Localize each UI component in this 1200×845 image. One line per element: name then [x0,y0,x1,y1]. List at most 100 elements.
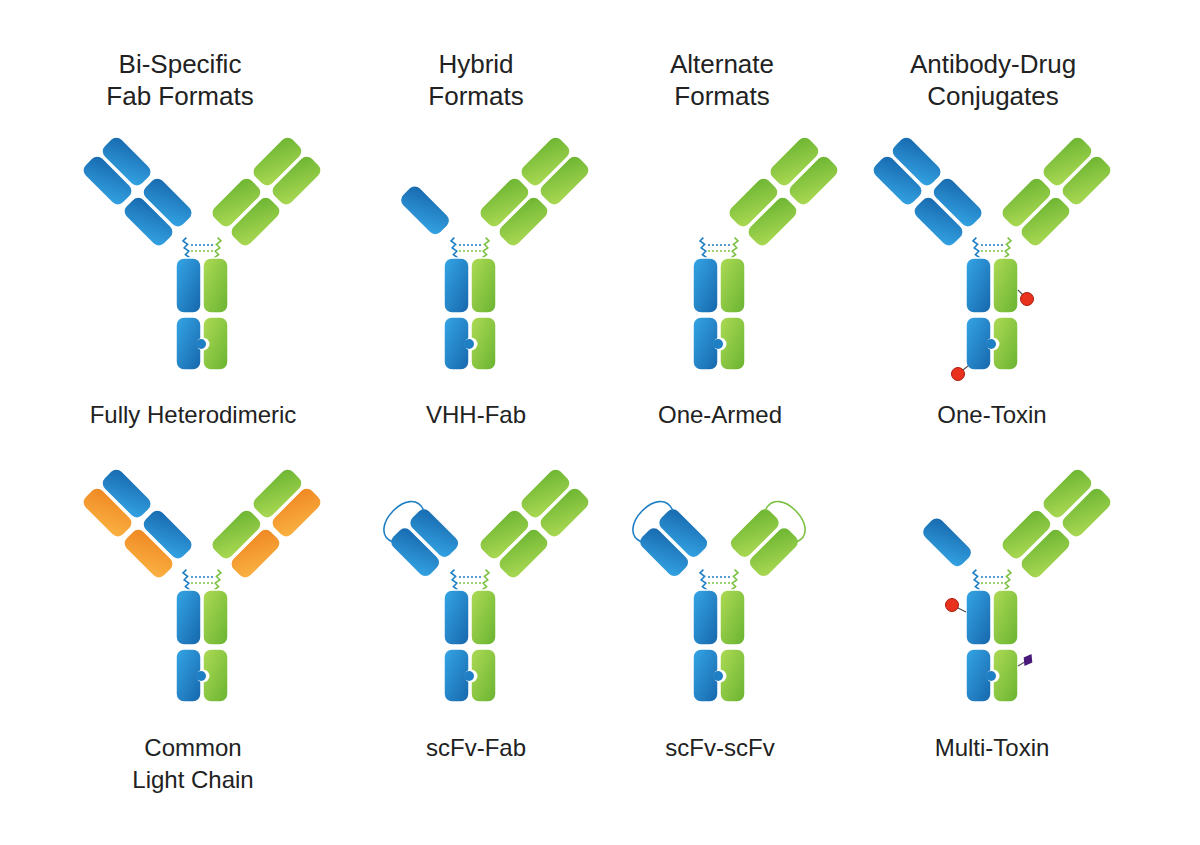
disulfide-bond [459,582,481,583]
antibody-domain [228,194,284,250]
antibody-domain [720,258,745,313]
antibody-domain [121,526,177,582]
disulfide-bond [708,576,730,577]
antibody [80,466,325,702]
antibody-domain [1018,526,1074,582]
antibody-domain [121,194,177,250]
antibody-domain [496,194,552,250]
column-heading: Alternate Formats [637,48,807,112]
format-caption: scFv-Fab [396,732,556,764]
antibody-domain [444,590,469,645]
scfv-linker [764,494,813,543]
antibody-domain [203,590,228,645]
fab-arm [397,182,453,238]
disulfide-bond [459,244,481,245]
antibody-domain [919,514,975,570]
format-caption: One-Toxin [902,399,1082,431]
hinge [214,570,221,590]
fab-arm [727,493,815,581]
hole [987,670,1000,683]
knob [464,671,474,681]
antibody-domain [966,590,991,645]
hinge [1004,238,1011,258]
toxin [946,599,959,612]
antibody [80,134,325,370]
disulfide-bond [708,582,730,583]
antibody-domain [786,153,842,209]
antibody-domain [176,258,201,313]
disulfide-bond [191,582,213,583]
antibody-domain [228,526,284,582]
toxin [1020,651,1036,668]
antibody-domain [471,590,496,645]
hinge [451,238,458,258]
format-caption: Common Light Chain [118,732,268,796]
disulfide-bond [981,250,1003,251]
fab-arm [624,493,712,581]
antibody-domain [1018,194,1074,250]
fab-arm [919,514,975,570]
hinge [731,238,738,258]
antibody-domain [444,258,469,313]
disulfide-bond [459,250,481,251]
disulfide-bond [981,582,1003,583]
antibody-domain [636,524,692,580]
antibody-domain [176,590,201,645]
disulfide-bond [708,250,730,251]
fab-arm [80,466,196,582]
scfv-linker [376,494,425,543]
antibody [624,493,815,702]
disulfide-bond [708,244,730,245]
fab-arm [870,134,986,250]
antibody-domain [269,153,325,209]
format-caption: scFv-scFv [630,732,810,764]
format-caption: One-Armed [630,399,810,431]
antibody [397,134,592,370]
column-heading: Antibody-Drug Conjugates [886,48,1101,112]
fab-arm [80,134,196,250]
knob [986,671,996,681]
antibody-domain [537,485,593,541]
disulfide-bond [191,244,213,245]
hole [197,670,210,683]
antibody-domain [993,258,1018,313]
antibody [375,466,593,702]
antibody-domain [745,194,801,250]
fab-arm [998,134,1114,250]
disulfide-bond [981,244,1003,245]
column-heading: Bi-Specific Fab Formats [95,48,265,112]
fab-arm [208,134,324,250]
disulfide-bond [459,576,481,577]
knob [196,671,206,681]
hinge [1004,570,1011,590]
antibody-domain [397,182,453,238]
fab-arm [476,466,592,582]
antibody-domain [911,194,967,250]
fab-arm [476,134,592,250]
hinge [731,570,738,590]
scfv-linker [625,494,674,543]
knob [196,339,206,349]
knob [713,339,723,349]
antibody-domain [537,153,593,209]
fab-arm [725,134,841,250]
antibody-domain [496,526,552,582]
antibody [919,466,1114,702]
fab-arm [208,466,324,582]
disulfide-bond [191,576,213,577]
toxin [952,368,965,381]
antibody-domain [387,524,443,580]
hinge [973,238,980,258]
hole [197,338,210,351]
antibody-domain [693,258,718,313]
antibody-domain [870,153,926,209]
hinge [482,238,489,258]
format-caption: Multi-Toxin [902,732,1082,764]
column-heading: Hybrid Formats [391,48,561,112]
antibody [693,134,841,370]
hole [465,338,478,351]
antibody-domain [993,590,1018,645]
hinge [482,570,489,590]
antibody-domain [966,258,991,313]
hole [465,670,478,683]
